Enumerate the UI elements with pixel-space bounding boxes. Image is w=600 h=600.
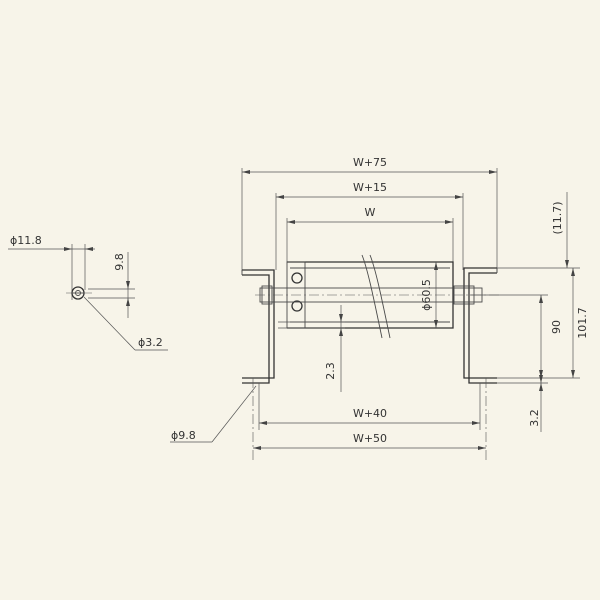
detail-dia-3-2-label: ϕ3.2	[138, 336, 163, 349]
dim-2-3-label: 2.3	[324, 362, 337, 380]
dim-3-2-label: 3.2	[528, 409, 541, 427]
dim-w40-label: W+40	[353, 407, 387, 420]
detail-dia-11-8-label: ϕ11.8	[10, 234, 42, 247]
dim-101-7-label: 101.7	[576, 307, 589, 339]
dim-w50-label: W+50	[353, 432, 387, 445]
dim-w-label: W	[365, 206, 376, 219]
dim-dia-9-8-label: ϕ9.8	[171, 429, 196, 442]
dim-w75-label: W+75	[353, 156, 387, 169]
dim-dia-60-5-label: ϕ60.5	[420, 279, 433, 311]
dim-w15-label: W+15	[353, 181, 387, 194]
dim-90-label: 90	[550, 320, 563, 334]
roller-main-view: W+75 W+15 W	[170, 156, 589, 462]
dim-11-7-paren-label: (11.7)	[551, 201, 564, 234]
shaft-end-detail: ϕ11.8 9.8 ϕ3.2	[8, 234, 168, 351]
detail-9-8-label: 9.8	[113, 253, 126, 271]
